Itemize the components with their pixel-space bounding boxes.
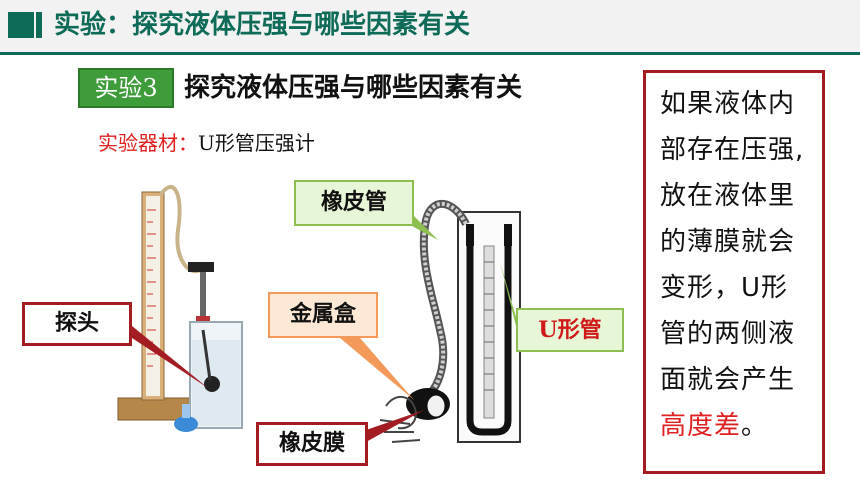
header-bar (0, 0, 860, 52)
equipment-value: U形管压强计 (198, 131, 315, 155)
equipment-label: 实验器材： (98, 131, 198, 155)
explanation-line: 部存在压强, (660, 135, 805, 165)
explanation-text: 如果液体内 部存在压强, 放在液体里 的薄膜就会 变形，U形 管的两侧液 面就会… (660, 81, 816, 449)
experiment-subtitle: 探究液体压强与哪些因素有关 (184, 73, 523, 103)
explanation-line: 管的两侧液 (660, 319, 796, 349)
label-u-tube: U形管 (516, 308, 624, 352)
apparatus-illustration (117, 185, 521, 443)
explanation-ending: 。 (741, 411, 769, 441)
explanation-highlight: 高度差 (660, 411, 742, 441)
label-probe: 探头 (22, 302, 132, 346)
explanation-line: 面就会产生 (660, 365, 796, 395)
header-accent-square (8, 12, 34, 38)
header-accent-stripe (36, 12, 42, 38)
experiment-tag: 实验3 (78, 68, 174, 108)
explanation-line-last: 高度差。 (660, 403, 816, 449)
explanation-line: 放在液体里 (660, 181, 796, 211)
page-title: 实验：探究液体压强与哪些因素有关 (54, 10, 471, 40)
explanation-box: 如果液体内 部存在压强, 放在液体里 的薄膜就会 变形，U形 管的两侧液 面就会… (643, 70, 825, 474)
explanation-line: 的薄膜就会 (660, 227, 796, 257)
header-divider (0, 52, 860, 55)
label-metal-box: 金属盒 (268, 292, 378, 338)
explanation-line: 变形，U形 (660, 273, 789, 303)
explanation-line: 如果液体内 (660, 89, 796, 119)
label-rubber-tube: 橡皮管 (294, 180, 414, 226)
equipment-line: 实验器材：U形管压强计 (98, 128, 315, 158)
label-rubber-film: 橡皮膜 (256, 422, 368, 466)
